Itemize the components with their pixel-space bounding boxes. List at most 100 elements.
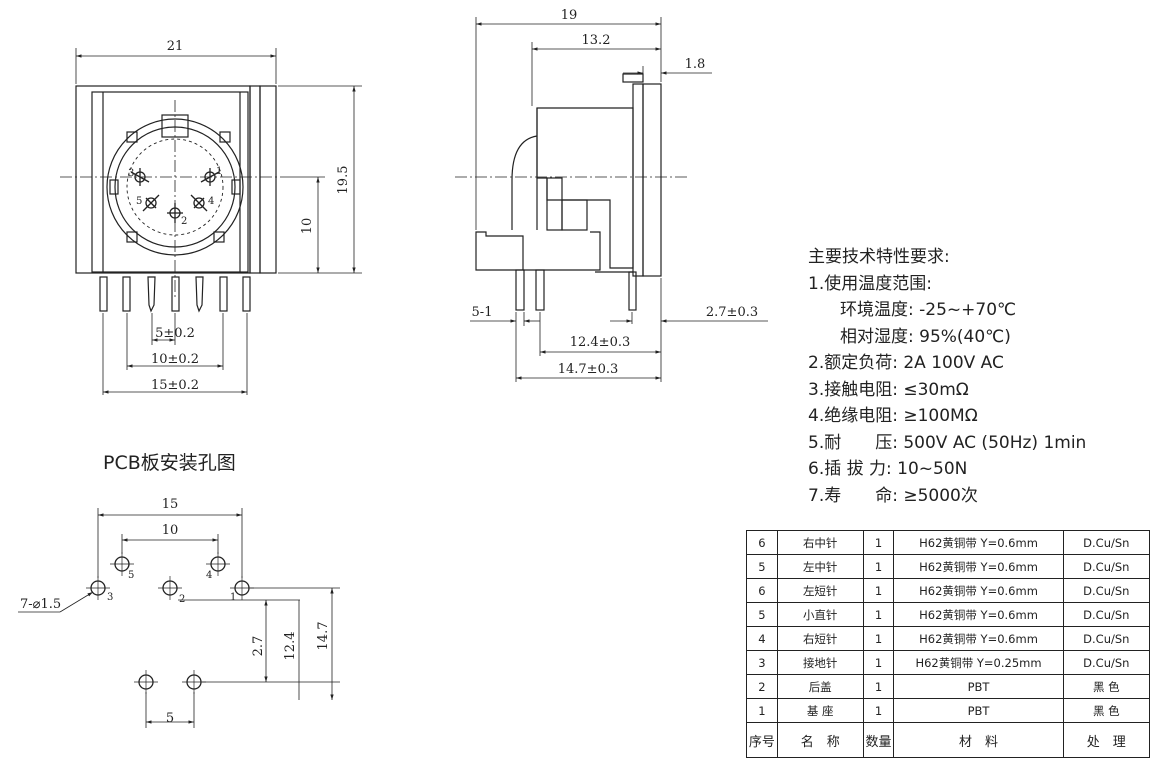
bom-cell: D.Cu/Sn (1062, 530, 1150, 555)
spec-title: 主要技术特性要求: (808, 247, 950, 267)
bom-cell: H62黄铜带 Y=0.6mm (893, 530, 1064, 555)
side-view (455, 17, 768, 382)
bom-cell: PBT (893, 674, 1064, 699)
pcb-pin-label-1: 1 (230, 592, 236, 603)
bom-cell: 黑 色 (1062, 698, 1150, 723)
dim-pcb-5: 5 (166, 711, 174, 726)
pcb-hole-note: 7-⌀1.5 (20, 597, 61, 612)
dim-side-12-4: 12.4±0.3 (570, 335, 631, 350)
pcb-hole-pattern (18, 508, 340, 728)
dim-side-14-7: 14.7±0.3 (558, 362, 619, 377)
bom-cell: D.Cu/Sn (1062, 650, 1150, 675)
pcb-pin-label-2: 2 (179, 594, 185, 605)
bom-header-cell: 处 理 (1062, 722, 1150, 758)
bom-cell: H62黄铜带 Y=0.6mm (893, 578, 1064, 603)
bom-cell: 接地针 (776, 650, 864, 675)
pin-label-1: 1 (216, 166, 222, 177)
dim-pcb-15: 15 (162, 497, 179, 512)
bom-cell: D.Cu/Sn (1062, 578, 1150, 603)
dim-pcb-2-7: 2.7 (251, 636, 266, 657)
dim-pcb-10: 10 (162, 523, 179, 538)
bom-cell: D.Cu/Sn (1062, 602, 1150, 627)
bom-header-cell: 材 料 (893, 722, 1064, 758)
spec-line: 7.寿 命: ≥5000次 (808, 485, 978, 506)
spec-line: 3.接触电阻: ≤30mΩ (808, 379, 969, 400)
pcb-pin-label-4: 4 (206, 570, 212, 581)
pin-label-4: 4 (208, 196, 214, 207)
spec-line: 1.使用温度范围: (808, 273, 932, 294)
bom-cell: H62黄铜带 Y=0.6mm (893, 554, 1064, 579)
bom-header-cell: 名 称 (776, 722, 864, 758)
bom-cell: 1 (862, 602, 895, 627)
bom-cell: D.Cu/Sn (1062, 554, 1150, 579)
pin-label-3: 3 (128, 168, 134, 179)
bom-cell: 1 (862, 674, 895, 699)
spec-line: 6.插 拔 力: 10~50N (808, 459, 968, 479)
dim-side-pin-gap: 5-1 (472, 305, 493, 320)
spec-line: 环境温度: -25~+70℃ (840, 300, 1017, 320)
bom-cell: 1 (746, 698, 778, 723)
pin-label-2: 2 (181, 216, 187, 227)
spec-line: 4.绝缘电阻: ≥100MΩ (808, 406, 978, 426)
bom-cell: 1 (862, 650, 895, 675)
bom-cell: 1 (862, 530, 895, 555)
bom-header-cell: 序号 (746, 722, 778, 758)
bom-cell: 1 (862, 578, 895, 603)
dim-front-width: 21 (167, 39, 184, 54)
bom-cell: 3 (746, 650, 778, 675)
bom-cell: 6 (746, 530, 778, 555)
pin-label-5: 5 (136, 196, 142, 207)
spec-line: 5.耐 压: 500V AC (50Hz) 1min (808, 432, 1087, 453)
dim-pin-pitch-5: 5±0.2 (155, 326, 195, 341)
bom-cell: 左短针 (776, 578, 864, 603)
bom-cell: 6 (746, 578, 778, 603)
bom-cell: D.Cu/Sn (1062, 626, 1150, 651)
dim-pcb-14-7: 14.7 (316, 622, 331, 651)
bom-cell: 左中针 (776, 554, 864, 579)
bom-cell: PBT (893, 698, 1064, 723)
front-view (60, 48, 362, 395)
bom-cell: 1 (862, 554, 895, 579)
bom-cell: 小直针 (776, 602, 864, 627)
pcb-title: PCB板安装孔图 (103, 452, 236, 474)
bom-cell: 4 (746, 626, 778, 651)
bom-cell: H62黄铜带 Y=0.6mm (893, 602, 1064, 627)
bom-cell: H62黄铜带 Y=0.6mm (893, 626, 1064, 651)
table-header-row: 序号名 称数量材 料处 理 (746, 722, 1150, 758)
bom-cell: H62黄铜带 Y=0.25mm (893, 650, 1064, 675)
bom-cell: 5 (746, 602, 778, 627)
spec-line: 相对湿度: 95%(40℃) (840, 326, 1011, 347)
bom-cell: 后盖 (776, 674, 864, 699)
pcb-pin-label-5: 5 (128, 570, 134, 581)
spec-line: 2.额定负荷: 2A 100V AC (808, 353, 1004, 373)
bom-cell: 黑 色 (1062, 674, 1150, 699)
dim-pin-pitch-15: 15±0.2 (151, 378, 199, 393)
bom-cell: 1 (862, 626, 895, 651)
bom-cell: 基 座 (776, 698, 864, 723)
bom-header-cell: 数量 (862, 722, 895, 758)
dim-side-total: 19 (561, 8, 578, 23)
dim-front-center-height: 10 (300, 218, 315, 235)
dim-front-height: 19.5 (336, 166, 351, 195)
dim-side-flange: 1.8 (685, 57, 706, 72)
dim-pcb-12-4: 12.4 (283, 632, 298, 661)
dim-pin-pitch-10: 10±0.2 (151, 352, 199, 367)
bom-cell: 右短针 (776, 626, 864, 651)
spec-block: 主要技术特性要求: 1.使用温度范围: 环境温度: -25~+70℃ 相对湿度:… (808, 244, 1086, 509)
dim-side-pin-offset: 2.7±0.3 (706, 305, 758, 320)
bom-cell: 1 (862, 698, 895, 723)
bom-cell: 5 (746, 554, 778, 579)
bom-cell: 2 (746, 674, 778, 699)
bom-cell: 右中针 (776, 530, 864, 555)
dim-side-body: 13.2 (582, 33, 611, 48)
